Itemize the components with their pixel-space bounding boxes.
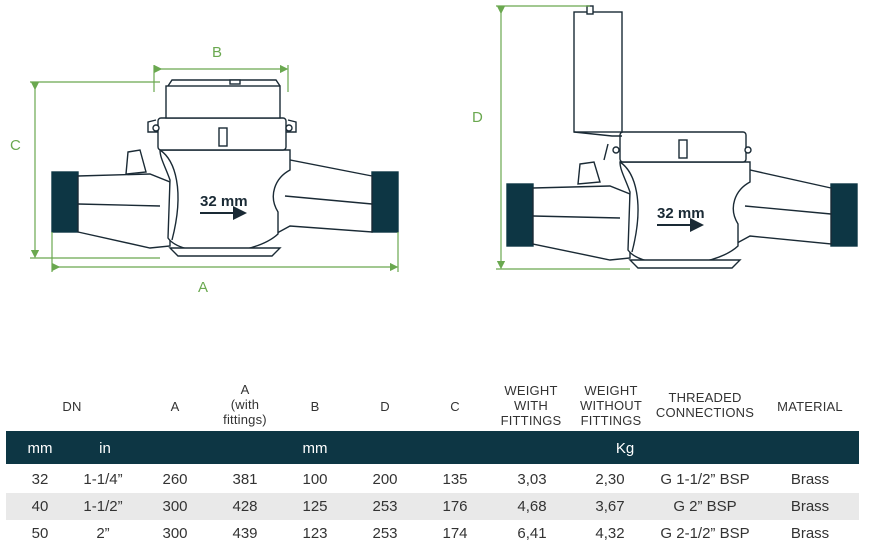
cell-a: 300 bbox=[162, 498, 188, 515]
header-weight-without-line1: WEIGHT bbox=[584, 383, 638, 398]
cell-c: 176 bbox=[442, 498, 468, 515]
header-a-fittings-line2: (with bbox=[230, 397, 260, 412]
cell-c: 174 bbox=[442, 525, 468, 542]
dim-a-label: A bbox=[198, 279, 208, 296]
cell-d: 253 bbox=[372, 525, 398, 542]
unit-mm-dn: mm bbox=[27, 440, 53, 457]
header-weight-with: WEIGHT WITH FITTINGS bbox=[495, 383, 567, 428]
dim-b-label: B bbox=[212, 44, 222, 61]
cell-a: 260 bbox=[162, 471, 188, 488]
cell-w-fit: 3,03 bbox=[517, 471, 547, 488]
flow-label-right: 32 mm bbox=[657, 205, 705, 222]
header-weight-with-line3: FITTINGS bbox=[500, 413, 562, 428]
right-right-thread bbox=[830, 183, 858, 247]
cell-b: 123 bbox=[302, 525, 328, 542]
right-left-thread bbox=[506, 183, 534, 247]
unit-in: in bbox=[99, 440, 111, 457]
header-weight-without-line2: WITHOUT bbox=[579, 398, 643, 413]
cell-mat: Brass bbox=[790, 525, 830, 542]
header-a-fittings-line3: fittings) bbox=[223, 412, 267, 427]
cell-d: 200 bbox=[372, 471, 398, 488]
header-threaded-line1: THREADED bbox=[668, 390, 742, 405]
header-material: MATERIAL bbox=[777, 399, 843, 414]
header-threaded: THREADED CONNECTIONS bbox=[652, 390, 758, 420]
left-thread bbox=[51, 171, 79, 233]
cell-a-fit: 439 bbox=[232, 525, 258, 542]
header-b: B bbox=[310, 399, 320, 414]
header-dn: DN bbox=[62, 399, 82, 414]
dim-c-label: C bbox=[10, 137, 21, 154]
meter-side-view-closed bbox=[51, 79, 399, 257]
flow-label-left: 32 mm bbox=[200, 193, 248, 210]
cell-a: 300 bbox=[162, 525, 188, 542]
cell-w-fit: 6,41 bbox=[517, 525, 547, 542]
right-thread bbox=[371, 171, 399, 233]
cell-w-nofit: 2,30 bbox=[595, 471, 625, 488]
cell-w-nofit: 4,32 bbox=[595, 525, 625, 542]
header-d: D bbox=[380, 399, 390, 414]
cell-d: 253 bbox=[372, 498, 398, 515]
cell-b: 100 bbox=[302, 471, 328, 488]
cell-mat: Brass bbox=[790, 498, 830, 515]
header-a-fittings: A (with fittings) bbox=[210, 382, 280, 427]
header-weight-with-line1: WEIGHT bbox=[504, 383, 558, 398]
dim-d-label: D bbox=[472, 109, 483, 126]
header-weight-without: WEIGHT WITHOUT FITTINGS bbox=[573, 383, 649, 428]
header-c: C bbox=[450, 399, 460, 414]
cell-dn-in: 1-1/2” bbox=[83, 498, 123, 515]
units-band bbox=[6, 431, 859, 464]
meter-drawings: 32 mm B C A 32 mm bbox=[10, 5, 858, 296]
cell-thread: G 2-1/2” BSP bbox=[660, 525, 750, 542]
table-row bbox=[6, 493, 859, 520]
header-a: A bbox=[170, 399, 180, 414]
unit-mm-dims: mm bbox=[302, 440, 328, 457]
cell-dn-mm: 50 bbox=[31, 525, 49, 542]
cell-c: 135 bbox=[442, 471, 468, 488]
header-weight-without-line3: FITTINGS bbox=[580, 413, 642, 428]
meter-side-view-open bbox=[506, 5, 858, 269]
cell-dn-mm: 32 bbox=[31, 471, 49, 488]
header-weight-with-line2: WITH bbox=[513, 398, 548, 413]
unit-kg: Kg bbox=[615, 440, 635, 457]
cell-w-nofit: 3,67 bbox=[595, 498, 625, 515]
cell-dn-in: 1-1/4” bbox=[83, 471, 123, 488]
header-threaded-line2: CONNECTIONS bbox=[655, 405, 755, 420]
cell-w-fit: 4,68 bbox=[517, 498, 547, 515]
header-a-fittings-line1: A bbox=[240, 382, 250, 397]
cell-dn-in: 2” bbox=[96, 525, 110, 542]
cell-thread: G 1-1/2” BSP bbox=[660, 471, 750, 488]
cell-dn-mm: 40 bbox=[31, 498, 49, 515]
cell-a-fit: 428 bbox=[232, 498, 258, 515]
cell-thread: G 2” BSP bbox=[673, 498, 737, 515]
cell-a-fit: 381 bbox=[232, 471, 258, 488]
cell-mat: Brass bbox=[790, 471, 830, 488]
cell-b: 125 bbox=[302, 498, 328, 515]
